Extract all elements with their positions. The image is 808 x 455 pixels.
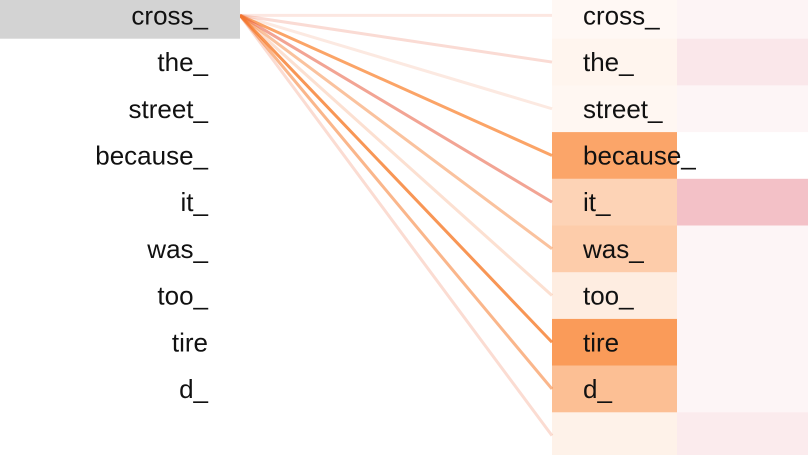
attention-cell-head-b [677,318,808,366]
attention-cell-head-a [552,178,677,226]
attention-cell-head-b [677,178,808,226]
attention-cell-head-b [677,272,808,319]
attention-cell-head-a [552,132,677,179]
attention-cell-head-a [552,85,677,133]
source-token[interactable]: it_ [181,187,209,217]
attention-line-head-a [239,14,553,251]
attention-line-head-a [238,14,554,437]
source-token[interactable]: too_ [157,281,208,311]
attention-line-head-b [238,14,554,344]
target-token[interactable]: d_ [583,374,612,404]
attention-cell-head-b [677,412,808,455]
source-token[interactable]: street_ [129,94,209,124]
attention-cell-head-b [677,85,808,133]
attention-cell-head-b [677,38,808,86]
source-token[interactable]: cross_ [131,0,208,30]
attention-line-head-a [238,14,554,297]
attention-line-head-b [238,14,554,297]
target-token[interactable]: tire [583,327,619,357]
attention-line-head-a [238,14,554,390]
attention-line-head-b [238,14,554,390]
attention-line-head-a [238,14,554,344]
attention-weight-cells [552,0,808,455]
target-token[interactable]: was_ [582,234,644,264]
attention-line-head-b [239,13,553,111]
source-token[interactable]: tire [172,327,208,357]
target-token-column: cross_ the_ street_ because_ it_ was_ too_tire… [582,0,696,404]
attention-cell-head-a [552,412,677,455]
target-token[interactable]: the_ [583,47,634,77]
attention-cell-head-b [677,225,808,273]
target-token[interactable]: cross_ [583,0,660,30]
selected-token-highlight[interactable] [0,0,240,39]
attention-line-head-a [239,13,553,111]
source-token-column: cross_ the_ street_ because_ it_ was_ too_tire… [0,0,240,404]
attention-line-head-a [239,13,553,64]
attention-line-head-a [239,14,553,204]
attention-lines [238,13,554,437]
attention-cell-head-a [552,38,677,86]
target-token[interactable]: street_ [583,94,663,124]
attention-line-head-b [239,14,553,251]
attention-cell-head-a [552,225,677,273]
source-token[interactable]: the_ [157,47,208,77]
attention-cell-head-b [677,0,808,39]
attention-line-head-b [239,14,553,204]
attention-line-head-b [239,13,553,64]
source-token[interactable]: was_ [146,234,208,264]
target-token[interactable]: it_ [583,187,611,217]
source-token[interactable]: because_ [95,140,208,170]
target-token[interactable]: because_ [583,140,696,170]
attention-line-head-a [239,13,553,157]
attention-cell-head-a [552,318,677,366]
attention-cell-head-a [552,365,677,413]
attention-cell-head-a [552,272,677,319]
source-token[interactable]: d_ [179,374,208,404]
attention-cell-head-b [677,365,808,413]
target-token[interactable]: too_ [583,281,634,311]
attention-line-head-b [238,14,554,437]
attention-cell-head-b [677,132,808,179]
attention-cell-head-a [552,0,677,39]
